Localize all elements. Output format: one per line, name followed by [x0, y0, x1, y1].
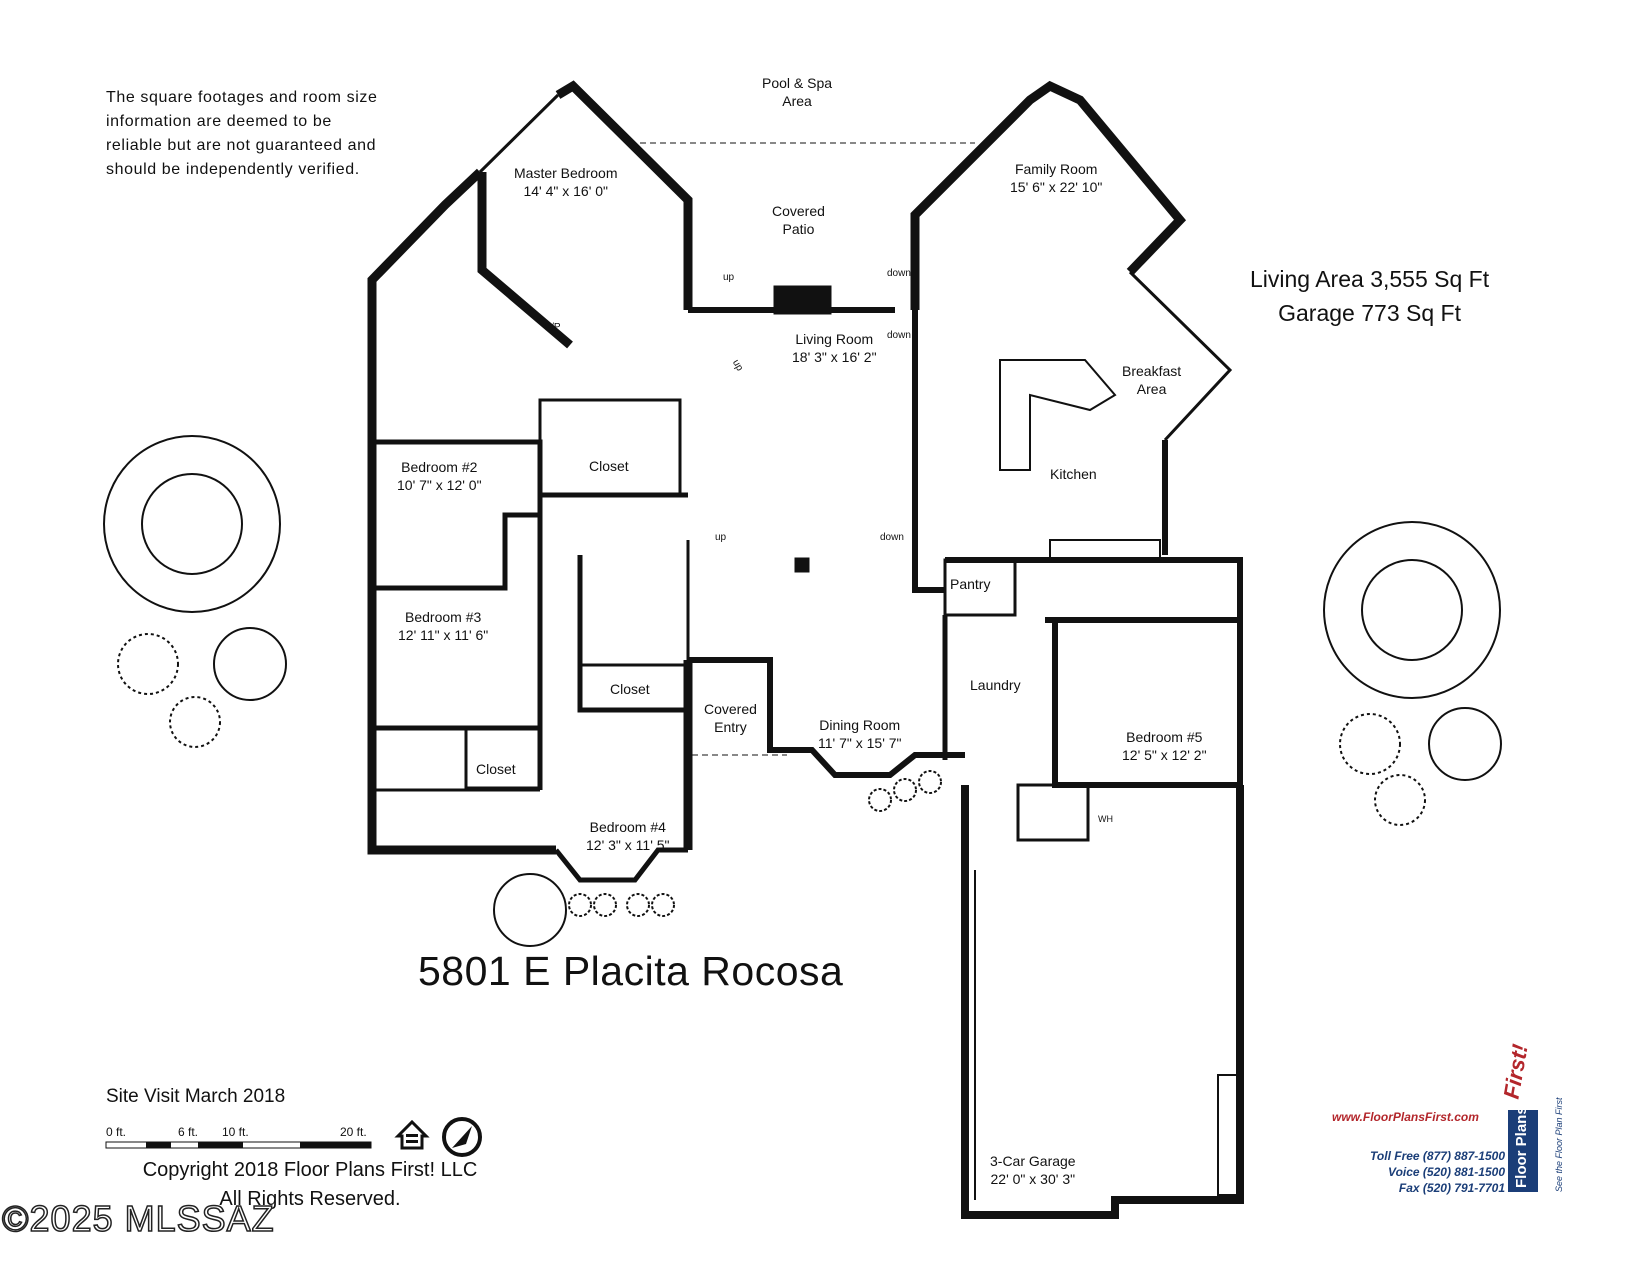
bedroom3-north-wall — [372, 512, 540, 591]
property-address: 5801 E Placita Rocosa — [418, 948, 844, 994]
master-divider-wall — [477, 172, 573, 349]
tree-west-large — [103, 435, 281, 613]
disclaimer-line: reliable but are not guaranteed and — [106, 137, 377, 154]
garage-bay-3 — [1217, 1074, 1239, 1196]
stairs-down-label: down — [887, 330, 911, 341]
bedroom4-bay-window — [554, 847, 688, 883]
scale-tick-label: 10 ft. — [222, 1125, 249, 1139]
brand-tagline: See the Floor Plan First — [1554, 1097, 1564, 1192]
disclaimer-line: information are deemed to be — [106, 113, 332, 130]
stairs-up-label: up — [723, 272, 735, 283]
west-exterior-wall — [367, 478, 556, 855]
kitchen-label: Kitchen — [1050, 466, 1097, 482]
garage-walls — [961, 785, 1244, 1219]
shrub-west-2 — [169, 696, 221, 748]
master-bedroom-wall — [555, 80, 693, 310]
water-heater-label: WH — [1098, 814, 1113, 824]
brand-logo-block — [1508, 1110, 1538, 1192]
disclaimer-text: The square footages and room size inform… — [106, 86, 426, 182]
stairs-down-label: down — [880, 532, 904, 543]
copyright-line: All Rights Reserved. — [219, 1188, 401, 1210]
kitchen-island — [999, 359, 1117, 471]
fireplace-label: F/P — [545, 322, 561, 333]
tree-east-large — [1323, 521, 1501, 699]
brand-contacts: Toll Free (877) 887-1500 Voice (520) 881… — [1370, 1148, 1505, 1196]
master-bedroom-window — [478, 93, 560, 174]
brand-name: Floor Plans — [1513, 1106, 1530, 1188]
scale-tick-label: 20 ft. — [340, 1125, 367, 1139]
tree-east-small — [1428, 707, 1502, 781]
closet1-outline — [538, 398, 682, 497]
family-west-wall — [912, 310, 945, 593]
tree-west-small — [213, 627, 287, 701]
shrub-east-2 — [1374, 774, 1426, 826]
mls-watermark: ©2025 MLSSAZ — [1, 1197, 275, 1240]
disclaimer-line: should be independently verified. — [106, 161, 360, 178]
shrub-east-1 — [1339, 713, 1401, 775]
patio-fireplace — [773, 285, 832, 315]
closet-label: Closet — [589, 458, 629, 474]
scale-tick-label: 0 ft. — [106, 1125, 127, 1139]
scale-bar — [105, 1141, 372, 1149]
shrub-west-1 — [117, 633, 179, 695]
copyright-notice: Copyright 2018 Floor Plans First! LLC Al… — [100, 1156, 520, 1214]
scale-tick-label: 6 ft. — [178, 1125, 199, 1139]
column — [794, 557, 810, 573]
stairs-down-label: down — [887, 268, 911, 279]
breakfast-window — [1128, 270, 1233, 442]
fax-number: Fax (520) 791-7701 — [1398, 1181, 1505, 1195]
voice-number: Voice (520) 881-1500 — [1388, 1165, 1505, 1179]
north-arrow-icon — [442, 1117, 482, 1157]
pantry-outline — [943, 558, 1017, 617]
toll-free-number: Toll Free (877) 887-1500 — [1370, 1149, 1505, 1163]
brand-url: www.FloorPlansFirst.com — [1332, 1110, 1479, 1124]
kitchen-counter — [1049, 539, 1161, 561]
closet-label: Closet — [610, 681, 650, 697]
living-area-text: Living Area 3,555 Sq Ft — [1250, 266, 1490, 292]
stairs-up-label: up — [715, 532, 727, 543]
copyright-line: Copyright 2018 Floor Plans First! LLC — [142, 1159, 478, 1181]
closet3-outline — [464, 726, 542, 790]
brand-logo: Floor Plans First! See the Floor Plan Fi… — [1499, 1042, 1564, 1192]
tree-south — [493, 873, 567, 947]
closet-label: Closet — [476, 761, 516, 777]
disclaimer-line: The square footages and room size — [106, 89, 378, 106]
landscaping — [103, 435, 1502, 947]
site-visit-text: Site Visit March 2018 — [106, 1086, 286, 1107]
family-room-wall — [910, 80, 1187, 310]
garage-storage — [1016, 783, 1090, 842]
equal-housing-icon — [394, 1119, 430, 1150]
dining-south-wall — [688, 657, 965, 778]
master-bath-wall — [367, 168, 484, 478]
pantry-label: Pantry — [950, 576, 991, 592]
hall-bath-wall — [577, 555, 688, 713]
area-summary: Living Area 3,555 Sq Ft Garage 773 Sq Ft — [1250, 262, 1489, 330]
garage-area-text: Garage 773 Sq Ft — [1278, 300, 1461, 326]
laundry-label: Laundry — [970, 677, 1021, 693]
